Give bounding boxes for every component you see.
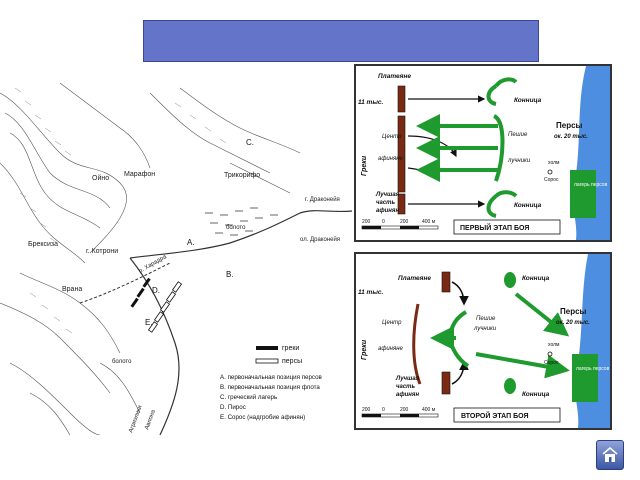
label-athenians-2: афиняне — [378, 346, 403, 352]
greek-unit-centre-2 — [412, 303, 422, 385]
soros-icon-2 — [547, 351, 553, 357]
label-marathon: Марафон — [124, 171, 155, 178]
battle-stage-2-panel: лагерь персов Платеяне 11 тыс. Греки Цен… — [354, 252, 612, 430]
label-cavalry-bottom-2: Конница — [522, 391, 550, 398]
label-brexia: Брексиза — [28, 241, 58, 248]
svg-text:200: 200 — [362, 407, 371, 413]
svg-text:400 м: 400 м — [422, 407, 436, 413]
label-greeks-vertical-1: Греки — [361, 155, 368, 176]
label-persians-count-2: ок. 20 тыс. — [556, 320, 590, 326]
svg-text:0: 0 — [382, 219, 385, 225]
label-vrana: Врана — [62, 286, 82, 293]
greek-unit-best-2 — [441, 371, 451, 395]
label-archers-2: лучники — [473, 326, 497, 332]
stage-2-diagram: лагерь персов Платеяне 11 тыс. Греки Цен… — [358, 254, 610, 428]
cavalry-bottom-unit-2 — [504, 378, 516, 394]
persian-positions — [147, 281, 183, 333]
label-drakonera-mid: ол. Драконейя — [300, 236, 340, 243]
stage-label-2: ВТОРОЙ ЭТАП БОЯ — [461, 411, 529, 420]
label-infantry-2: Пешие — [476, 316, 496, 322]
label-persians-2: Персы — [560, 307, 587, 316]
legend-item-e: E. Сорос (надгробие афинян) — [220, 414, 305, 421]
legend-item-d: D. Пирос — [220, 404, 246, 411]
greek-unit-best — [397, 193, 406, 215]
label-infantry-1: Пешие — [508, 132, 528, 138]
legend-greeks: греки — [282, 345, 299, 352]
cavalry-top-unit-2 — [504, 272, 516, 288]
map-legend: греки персы A. первоначальная позиция пе… — [220, 345, 323, 421]
label-drakonera-top: г. Драконейя — [305, 196, 340, 203]
battle-stage-1-panel: лагерь персов Платеяне 11 тыс. Греки Цен… — [354, 64, 612, 242]
label-kotroni: г. Котрони — [86, 248, 118, 255]
persian-camp-block-2 — [572, 354, 598, 402]
marker-c: C. — [246, 138, 254, 147]
camp-label-1: лагерь персов — [574, 182, 608, 188]
label-best-2a: Лучшая — [395, 376, 420, 382]
marker-a: A. — [187, 238, 195, 247]
svg-text:200: 200 — [362, 219, 371, 225]
coastline — [129, 210, 352, 259]
label-plateans-2: Платеяне — [398, 275, 431, 282]
legend-item-a: A. первоначальная позиция персов — [220, 374, 323, 381]
marker-d: D. — [152, 286, 160, 295]
label-soros-2: Сорос — [544, 360, 559, 366]
label-greeks-count-2: 11 тыс. — [358, 289, 383, 296]
label-persians-1: Персы — [556, 121, 583, 130]
svg-text:200: 200 — [400, 219, 409, 225]
label-centre-2: Центр — [382, 320, 402, 326]
label-greeks-count-1: 11 тыс. — [358, 99, 383, 106]
svg-text:0: 0 — [382, 407, 385, 413]
label-cavalry-top-1: Конница — [514, 97, 542, 104]
terrain-map: Ойно Марафон Трикорифо г. Драконейя ол. … — [0, 73, 352, 435]
cavalry-bottom-mark — [486, 190, 518, 218]
greek-unit-plateans — [397, 85, 406, 113]
marsh-area — [205, 207, 278, 236]
home-icon — [602, 446, 618, 462]
label-trikorif: Трикорифо — [224, 172, 260, 179]
label-centre-1: Центр — [382, 134, 402, 140]
label-plateans-1: Платеяне — [378, 73, 411, 80]
stage-label-1: ПЕРВЫЙ ЭТАП БОЯ — [460, 223, 529, 232]
label-best-1a: Лучшая — [375, 192, 400, 198]
label-cavalry-top-2: Конница — [522, 275, 550, 282]
greek-unit-plateans-2 — [441, 271, 451, 293]
legend-item-c: C. греческий лагерь — [220, 394, 277, 401]
label-best-2b: часть — [396, 384, 416, 390]
persian-camp-block — [570, 170, 596, 218]
label-best-1c: афинян — [376, 207, 399, 214]
legend-persians: персы — [282, 358, 302, 365]
label-hill-1: холм — [548, 160, 560, 166]
marker-b: B. — [226, 270, 234, 279]
label-cavalry-bottom-1: Конница — [514, 202, 542, 209]
cavalry-top-mark — [486, 77, 518, 106]
svg-text:400 м: 400 м — [422, 219, 436, 225]
label-ointa: Ойно — [92, 174, 109, 182]
scale-bar-1: 200 0 200 400 м — [361, 219, 439, 230]
label-greeks-vertical-2: Греки — [361, 339, 368, 360]
title-bar — [143, 20, 539, 62]
scale-bar-2: 200 0 200 400 м — [361, 407, 439, 418]
label-best-2c: афинян — [396, 391, 419, 398]
label-archers-1: лучники — [507, 158, 531, 164]
soros-icon-1 — [547, 169, 553, 175]
label-lake: болото — [226, 225, 246, 231]
marker-e: E. — [145, 318, 153, 327]
label-soros-1: Сорос — [544, 177, 559, 183]
legend-item-b: B. первоначальная позиция флота — [220, 384, 320, 391]
greek-positions — [130, 277, 151, 308]
mountain-hatching — [0, 82, 301, 435]
label-persians-count-1: ок. 20 тыс. — [554, 134, 588, 140]
home-button[interactable] — [596, 440, 624, 470]
label-best-1b: часть — [376, 200, 396, 206]
label-marsh: болото — [112, 359, 132, 365]
svg-text:200: 200 — [400, 407, 409, 413]
label-hill-2: холм — [548, 342, 560, 348]
greek-unit-centre — [397, 115, 406, 193]
stage-1-diagram: лагерь персов Платеяне 11 тыс. Греки Цен… — [358, 66, 610, 240]
label-athenians-1: афиняне — [378, 156, 403, 162]
camp-label-2: лагерь персов — [576, 366, 610, 372]
